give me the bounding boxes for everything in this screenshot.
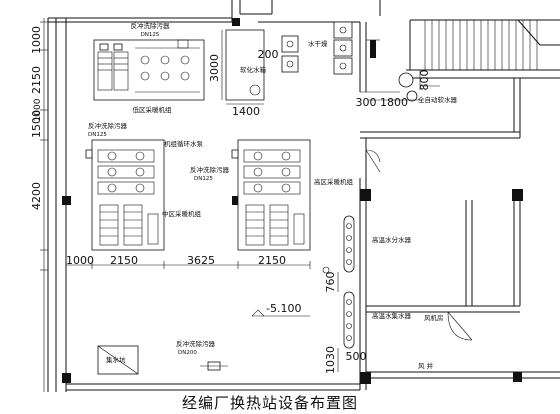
mid-zone-unit [85, 139, 165, 251]
label-water-out: 高温水分水器 [372, 235, 412, 244]
dim-left-1000-top: 1000 [30, 26, 43, 54]
dim-3000: 3000 [208, 54, 221, 82]
dim-300: 300 [356, 96, 377, 109]
dim-left-1500: 1500 [30, 110, 43, 138]
label-backwash-mid: 反冲洗除污器 [190, 165, 230, 174]
dim-left-1000-mid: 1000 [33, 98, 43, 121]
structural-columns [62, 18, 523, 384]
label-dn200: DN200 [178, 350, 197, 356]
high-zone-unit [231, 139, 311, 251]
label-backwash-bottom: 反冲洗除污器 [176, 339, 216, 348]
label-dn125-mid: DN125 [194, 176, 213, 182]
dim-800: 800 [418, 70, 431, 91]
label-backwash-left: 反冲洗除污器 [88, 121, 128, 130]
dim-bottom-1000: 1000 [66, 254, 94, 267]
dim-1030: 1030 [324, 346, 337, 374]
dimension-lines [40, 18, 421, 392]
dim-500: 500 [346, 350, 367, 363]
label-water-in: 高温水集水器 [372, 311, 412, 320]
label-low-pump: 低区采暖机组 [133, 105, 173, 114]
label-shaft: 风 井 [418, 361, 434, 370]
bottom-equipment [97, 309, 310, 375]
label-dn125-left: DN125 [88, 132, 107, 138]
label-softener-room: 全自动软水器 [418, 95, 458, 104]
control-cabinets [281, 21, 380, 75]
elevation-label: -5.100 [266, 302, 301, 315]
label-sump: 集水坑 [106, 355, 126, 364]
dim-200: 200 [258, 48, 279, 61]
label-softener: 软化水箱 [240, 65, 267, 74]
label-dn125-top: DN125 [141, 32, 160, 38]
dim-left-4200: 4200 [30, 182, 43, 210]
dim-760: 760 [324, 272, 337, 293]
water-distributors [322, 215, 355, 349]
label-mid-unit: 中区采暖机组 [162, 209, 202, 218]
staircase [410, 19, 560, 70]
dim-left-2150: 2150 [30, 66, 43, 94]
label-high-unit: 高区采暖机组 [314, 177, 354, 186]
dim-bottom-2150-b: 2150 [258, 254, 286, 267]
dim-bottom-3625: 3625 [187, 254, 215, 267]
low-zone-unit [93, 39, 205, 101]
label-backwash-top: 反冲洗除污器 [131, 21, 171, 30]
drawing-title: 经编厂换热站设备布置图 [182, 394, 358, 412]
dim-1800: 1800 [380, 96, 408, 109]
dim-1400: 1400 [232, 105, 260, 118]
label-cooling: 水干燥 [308, 39, 328, 48]
softener-tank [225, 29, 265, 101]
label-unit-circ: 机组循环水泵 [164, 139, 204, 148]
label-fan-room: 风机房 [424, 313, 444, 322]
dim-bottom-2150-a: 2150 [110, 254, 138, 267]
water-softener-device [360, 72, 440, 102]
building-walls [47, 0, 560, 392]
